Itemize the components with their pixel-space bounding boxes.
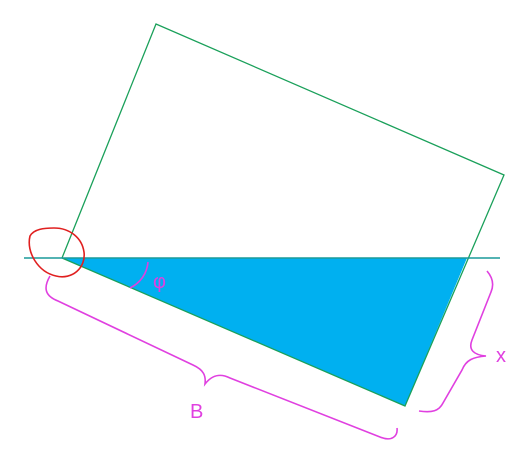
angle-label: φ xyxy=(153,271,166,293)
submerged-region xyxy=(62,258,467,406)
tilted-rectangle xyxy=(61,23,505,407)
corner-highlight-circle xyxy=(28,227,85,278)
height-brace xyxy=(418,270,494,413)
base-label: B xyxy=(190,401,203,423)
angle-arc xyxy=(129,261,149,289)
height-label: x xyxy=(496,345,506,367)
base-brace xyxy=(45,275,398,440)
